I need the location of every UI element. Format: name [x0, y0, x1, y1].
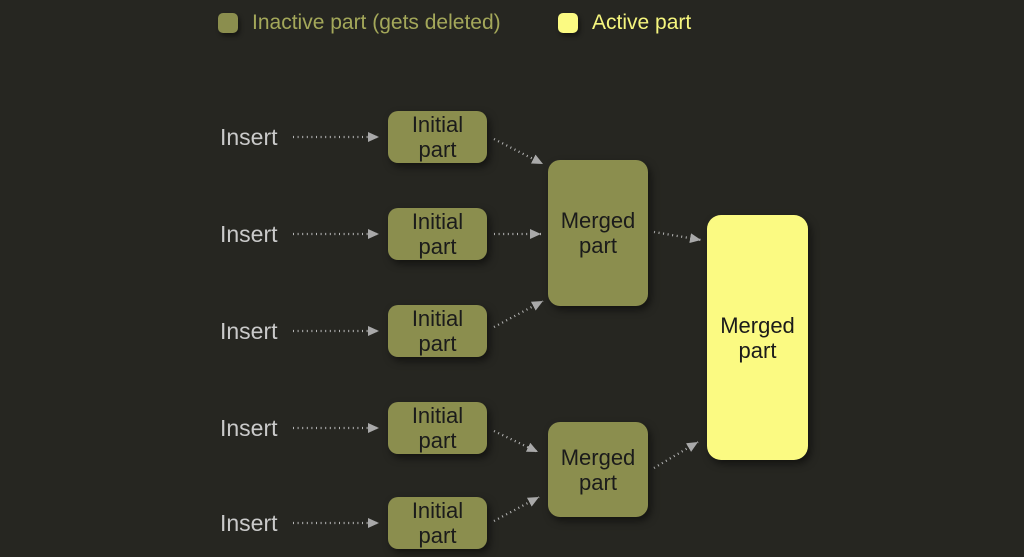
legend-inactive-label: Inactive part (gets deleted) [252, 11, 501, 34]
merged-part-inactive-2: Merged part [548, 422, 648, 517]
initial-part-2: Initial part [388, 208, 487, 260]
legend-inactive-swatch [218, 13, 238, 33]
merged-part-active: Merged part [707, 215, 808, 460]
arrow-initial4-merged2 [493, 429, 539, 454]
arrow-initial5-merged2 [493, 495, 540, 523]
insert-label-5: Insert [220, 510, 278, 536]
initial-part-1: Initial part [388, 111, 487, 163]
insert-label-3: Insert [220, 318, 278, 344]
initial-part-4: Initial part [388, 402, 487, 454]
arrow-initial3-merged1 [493, 299, 544, 329]
legend-active-swatch [558, 13, 578, 33]
initial-part-5: Initial part [388, 497, 487, 549]
arrow-merged1-final [653, 230, 702, 244]
legend-active-label: Active part [592, 11, 692, 34]
arrow-merged2-final [653, 441, 699, 469]
insert-label-4: Insert [220, 415, 278, 441]
initial-part-3: Initial part [388, 305, 487, 357]
merged-part-inactive-1: Merged part [548, 160, 648, 306]
insert-label-2: Insert [220, 221, 278, 247]
insert-label-1: Insert [220, 124, 278, 150]
arrow-initial1-merged1 [493, 137, 544, 166]
